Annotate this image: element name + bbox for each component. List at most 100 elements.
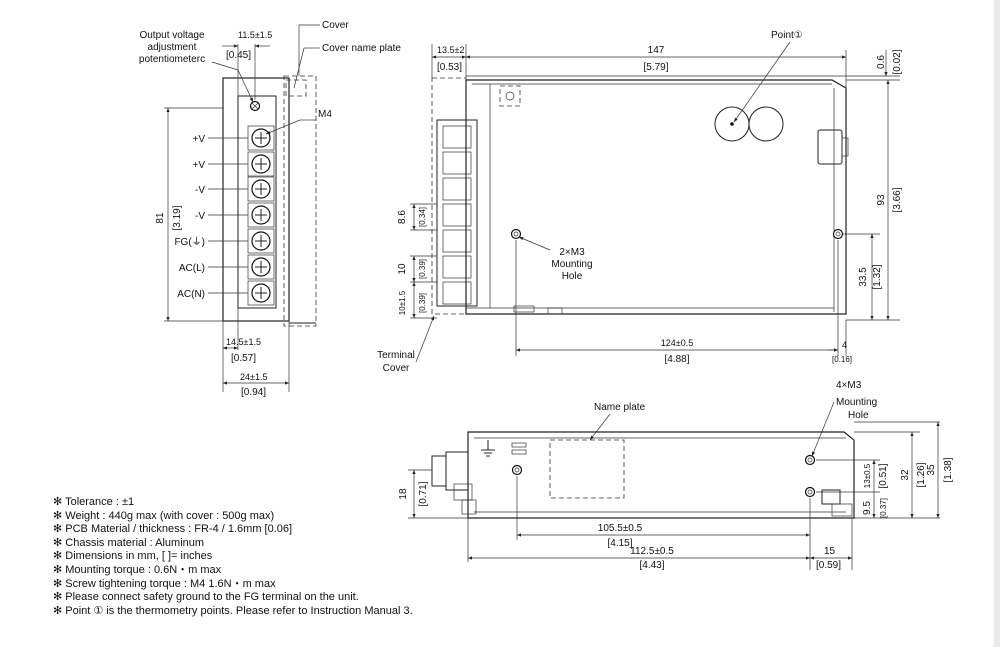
mounting-hole-icon [511,464,523,476]
side-view-body [222,77,290,322]
terminal-label: -V [195,211,205,222]
dim-side-b1: 14.5±1.5 [226,337,261,347]
name-plate-label: Name plate [594,402,646,413]
dim-front-h: 93 [876,194,887,206]
terminal-label: AC(N) [177,289,205,300]
mounting-hole-icon [804,486,816,498]
dim-front-4: 4 [842,340,847,350]
note-line: ✻ Tolerance : ±1 [53,496,135,508]
side-view: +V +V -V -V FG(⏚) AC(L) AC(N) Output vol… [139,20,401,398]
dim-side-b1-in: [0.57] [231,353,256,364]
dim-bot-13-in: [0.51] [878,463,889,488]
terminal-cover-label-line1: Terminal [377,350,415,361]
bottom-chassis [467,431,855,519]
dim-side-height-in: [3.19] [172,205,183,230]
screw-icon [247,280,275,306]
dim-bot-18-in: [0.71] [418,481,429,506]
pot-label-line1: Output voltage [139,30,204,41]
mounting-hole-front-line1: 2×M3 [559,247,585,258]
dim-side-height: 81 [155,212,166,224]
screw-icon [247,202,275,228]
dim-bot-15: 15 [824,546,836,557]
dim-front-4-in: [0.16] [832,355,852,364]
dim-front-len-in: [5.79] [643,62,668,73]
front-terminal-block [436,119,478,307]
note-line: ✻ Dimensions in mm, [ ]= inches [53,550,213,563]
dim-bot-32: 32 [900,469,911,481]
note-line: ✻ Point ① is the thermometry points. Ple… [53,604,413,617]
mounting-hole-icon [804,454,816,466]
dim-front-r-in: [0.02] [892,49,903,74]
screw-icon [247,228,275,254]
dim-front-len: 147 [648,45,665,56]
dim-bot-35: 35 [926,464,937,476]
point1-label: Point① [771,30,803,41]
note-line: ✻ Weight : 440g max (with cover : 500g m… [53,509,275,522]
dim-bot-15-in: [0.59] [816,560,841,571]
dim-side-top-in: [0.45] [226,50,251,61]
dim-bot-95-in: [0.37] [879,498,888,518]
screw-icon [247,176,275,202]
screw-icon [247,151,275,177]
note-line: ✻ PCB Material / thickness : FR-4 / 1.6m… [53,523,293,536]
dim-front-10: 10 [397,263,408,275]
dim-front-pitch-in: [0.34] [418,207,427,227]
terminal-screws [247,125,275,306]
dim-front-335: 33.5 [858,267,869,287]
m4-label: M4 [318,109,332,120]
dim-front-10b: 10±1.5 [398,290,407,315]
note-line: ✻ Screw tightening torque : M4 1.6N・m ma… [53,577,276,590]
dim-front-tl: 13.5±2 [437,45,464,55]
dim-front-10-in: [0.39] [418,259,427,279]
terminal-block [237,95,277,309]
cover-label: Cover [322,20,349,31]
dim-side-top: 11.5±1.5 [238,30,272,40]
dim-side-b2: 24±1.5 [240,372,267,382]
dim-side-b2-in: [0.94] [241,387,266,398]
terminal-label: -V [195,185,205,196]
mounting-hole-bottom-line3: Hole [848,410,869,421]
terminal-label: +V [192,160,205,171]
ground-icon [481,440,495,457]
dim-bot-95: 9.5 [862,501,873,515]
terminal-label: FG(⏚) [174,236,205,248]
mounting-hole-bottom-line2: Mounting [836,397,877,408]
terminal-cover-label-line2: Cover [383,363,410,374]
dim-front-335-in: [1.32] [872,264,883,289]
terminal-label: AC(L) [179,263,205,274]
window-edge [994,0,1000,647]
name-plate-outline [549,439,625,499]
spec-notes: ✻ Tolerance : ±1 ✻ Weight : 440g max (wi… [53,496,413,618]
mounting-hole-front-line2: Mounting [551,259,592,270]
note-line: ✻ Please connect safety ground to the FG… [53,591,359,604]
bottom-connector [431,455,447,487]
dim-bot-32-in: [1.26] [916,462,927,487]
bottom-view: Name plate 4×M3 Mounting Hole [398,380,954,571]
mounting-hole-icon [510,228,522,240]
mounting-hole-bottom-line1: 4×M3 [836,380,862,391]
dim-front-pitch: 8.6 [397,210,408,224]
note-line: ✻ Mounting torque : 0.6N・m max [53,563,222,576]
dim-bot-1055-in: [4.15] [607,538,632,549]
dim-bot-1055: 105.5±0.5 [598,523,643,534]
dim-front-r: 0.6 [876,55,887,69]
cover-name-plate-label: Cover name plate [322,43,401,54]
terminal-slots [442,125,472,305]
cover-outline [283,75,317,327]
dim-bot-35-in: [1.38] [943,457,954,482]
dim-front-124-in: [4.88] [664,354,689,365]
terminal-label: +V [192,134,205,145]
mounting-hole-icon [832,228,844,240]
dim-bot-1125: 112.5±0.5 [630,546,674,557]
dim-front-124: 124±0.5 [661,338,693,348]
pot-label-line3: potentiometerc [139,54,205,65]
note-line: ✻ Chassis material : Aluminum [53,536,205,549]
dim-bot-1125-in: [4.43] [639,560,664,571]
dim-front-tl-in: [0.53] [437,62,462,73]
front-chassis [465,79,847,315]
dim-front-10b-in: [0.39] [418,293,427,313]
dim-bot-13: 13±0.5 [863,463,872,488]
pot-label-line2: adjustment [148,42,197,53]
dim-bot-18: 18 [398,488,409,500]
